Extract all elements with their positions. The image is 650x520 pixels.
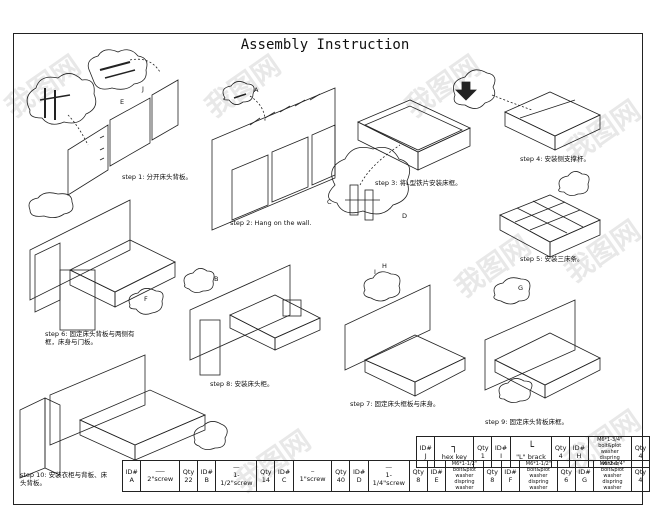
part-id: ID#A xyxy=(121,460,142,492)
step2-drawing xyxy=(211,81,336,231)
step7-drawing xyxy=(344,271,533,403)
step6-drawing xyxy=(28,192,176,331)
step-caption: step 8: 安装床头柜。 xyxy=(210,380,274,388)
step5-drawing xyxy=(499,171,601,258)
part-name: ──1-1/4"screw xyxy=(367,460,410,492)
part-name: ──1-1/2"screw xyxy=(215,460,258,492)
step-caption: step 4: 安装侧支撑杆。 xyxy=(520,155,591,163)
part-id: ID#B xyxy=(197,460,217,492)
page-title: Assembly Instruction xyxy=(240,37,410,53)
callout-label: C xyxy=(327,198,332,206)
callout-label: D xyxy=(402,212,408,220)
step8-drawing xyxy=(183,264,321,376)
part-id: ID#C xyxy=(274,460,294,492)
callout-label: F xyxy=(144,295,148,303)
callout-label: B xyxy=(214,275,219,283)
step-caption: step 9: 固定床头背板床框。 xyxy=(485,418,569,426)
callout-label: E xyxy=(120,98,125,106)
step-caption: step 6: 固定床头背板与两侧有框，床身与门板。 xyxy=(45,330,135,346)
step3-drawing xyxy=(328,99,471,221)
part-id: ID#F xyxy=(500,460,521,492)
callout-label: H xyxy=(382,262,387,270)
part-id: ID#D xyxy=(349,460,369,492)
step-caption: step 3: 将L型铁片安装床框。 xyxy=(375,179,462,187)
callout-label: I xyxy=(374,268,376,276)
step-caption: step 10: 安装衣柜与背板、床头背板。 xyxy=(20,471,108,487)
step-caption: step 7: 固定床头框板与床身。 xyxy=(350,400,440,408)
callout-label: G xyxy=(518,284,524,292)
sheet-border xyxy=(13,33,643,505)
step-caption: step 1: 分开床头背板。 xyxy=(122,173,193,181)
step1-drawing xyxy=(26,49,179,196)
callout-label: A xyxy=(254,86,259,94)
step-caption: step 2: Hang on the wall. xyxy=(230,219,312,227)
step4-drawing xyxy=(452,69,601,151)
callout-label: J xyxy=(142,85,144,93)
part-name: ───2"screw xyxy=(140,460,180,492)
part-id: ID#G xyxy=(574,460,595,492)
part-name: ─1"screw xyxy=(292,460,333,492)
step9-drawing xyxy=(484,277,601,399)
part-id: ID#E xyxy=(426,460,447,492)
step-caption: step 5: 安装三床条。 xyxy=(520,255,584,263)
